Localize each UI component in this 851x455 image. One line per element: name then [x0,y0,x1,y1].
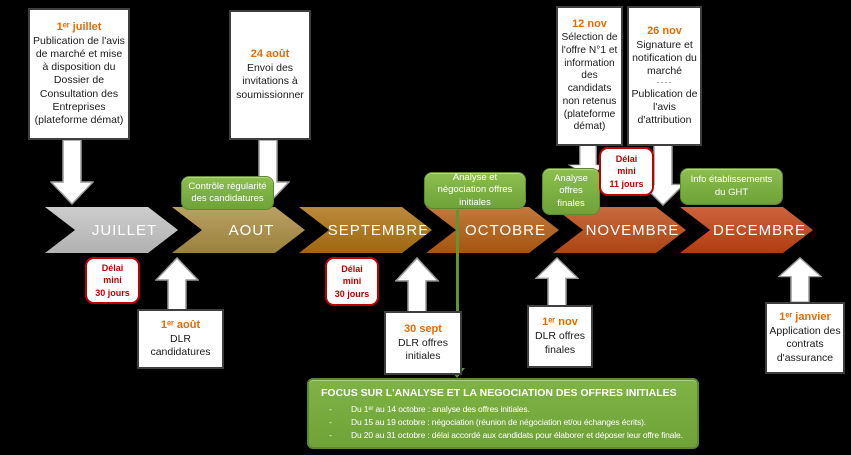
up-arrow-icon [395,257,439,313]
connector-line [456,210,459,376]
delay-badge-30-jours-2: Délai mini 30 jours [325,257,379,306]
callout-separator: ---- [656,77,673,88]
up-arrow-icon [778,257,822,303]
callout-date: 30 sept [404,322,442,335]
callout-text: DLR offres finales [535,330,585,356]
month-chevron-juillet: JUILLET [45,207,178,253]
callout-text: Publication de l'avis d'attribution [631,87,698,127]
callout-application-contrats: 1ᵉʳ janvier Application des contrats d'a… [765,302,845,374]
callout-date: 1ᵉʳ juillet [56,21,102,34]
callout-12-nov: 12 nov Sélection de l'offre N°1 et infor… [556,6,623,146]
month-chevron-decembre: DECEMBRE [680,207,813,253]
callout-date: 26 nov [647,24,682,37]
month-chevron-septembre: SEPTEMBRE [299,207,432,253]
callout-text: Signature et notification du marché [632,38,697,77]
month-label: JUILLET [91,221,158,239]
down-arrow-icon [50,139,94,205]
callout-1er-juillet: 1ᵉʳ juillet Publication de l'avis de mar… [28,8,130,140]
month-label: NOVEMBRE [585,221,680,239]
phase-controle-candidatures: Contrôle régularité des candidatures [181,176,274,210]
focus-title: FOCUS SUR L'ANALYSE ET LA NEGOCIATION DE… [321,387,677,399]
month-label: DECEMBRE [712,221,806,239]
phase-info-ght: Info établissements du GHT [680,168,783,205]
phase-analyse-negociation: Analyse et négociation offres initiales [424,172,526,209]
callout-date: 24 août [250,48,290,61]
focus-bullet: Du 1ᵉʳ au 14 octobre : analyse des offre… [321,403,685,416]
up-arrow-icon [535,257,579,307]
up-arrow-icon [155,257,199,311]
phase-analyse-offres-finales: Analyse offres finales [542,168,600,215]
callout-26-nov: 26 nov Signature et notification du marc… [627,6,702,146]
focus-bullet: Du 20 au 31 octobre : délai accordé aux … [321,429,685,442]
callout-date: 1ᵉʳ janvier [779,311,831,324]
focus-box: FOCUS SUR L'ANALYSE ET LA NEGOCIATION DE… [307,378,699,449]
month-label: OCTOBRE [465,221,546,239]
callout-text: Application des contrats d'assurance [769,325,841,364]
callout-dlr-candidatures: 1ᵉʳ août DLR candidatures [137,309,224,369]
callout-dlr-offres-initiales: 30 sept DLR offres initiales [384,311,462,375]
month-chevron-aout: AOUT [172,207,305,253]
focus-bullet-list: Du 1ᵉʳ au 14 octobre : analyse des offre… [321,403,685,443]
callout-text: Sélection de l'offre N°1 et information … [561,32,618,133]
month-label: AOUT [228,221,275,239]
callout-24-aout: 24 août Envoi des invitations à soumissi… [229,10,311,140]
callout-date: 12 nov [572,18,607,30]
callout-text: DLR offres initiales [398,336,448,362]
focus-bullet: Du 15 au 19 octobre : négociation (réuni… [321,416,685,429]
callout-dlr-offres-finales: 1ᵉʳ nov DLR offres finales [527,305,593,368]
callout-text: DLR candidatures [150,332,211,358]
month-label: SEPTEMBRE [327,221,430,239]
callout-date: 1ᵉʳ nov [542,316,578,329]
delay-badge-30-jours-1: Délai mini 30 jours [85,257,140,304]
delay-badge-11-jours: Délai mini 11 jours [599,147,654,196]
callout-date: 1ᵉʳ août [160,318,201,331]
month-chevron-octobre: OCTOBRE [426,207,559,253]
callout-text: Publication de l'avis de marché et mise … [33,35,125,126]
callout-text: Envoi des invitations à soumissionner [236,62,304,101]
